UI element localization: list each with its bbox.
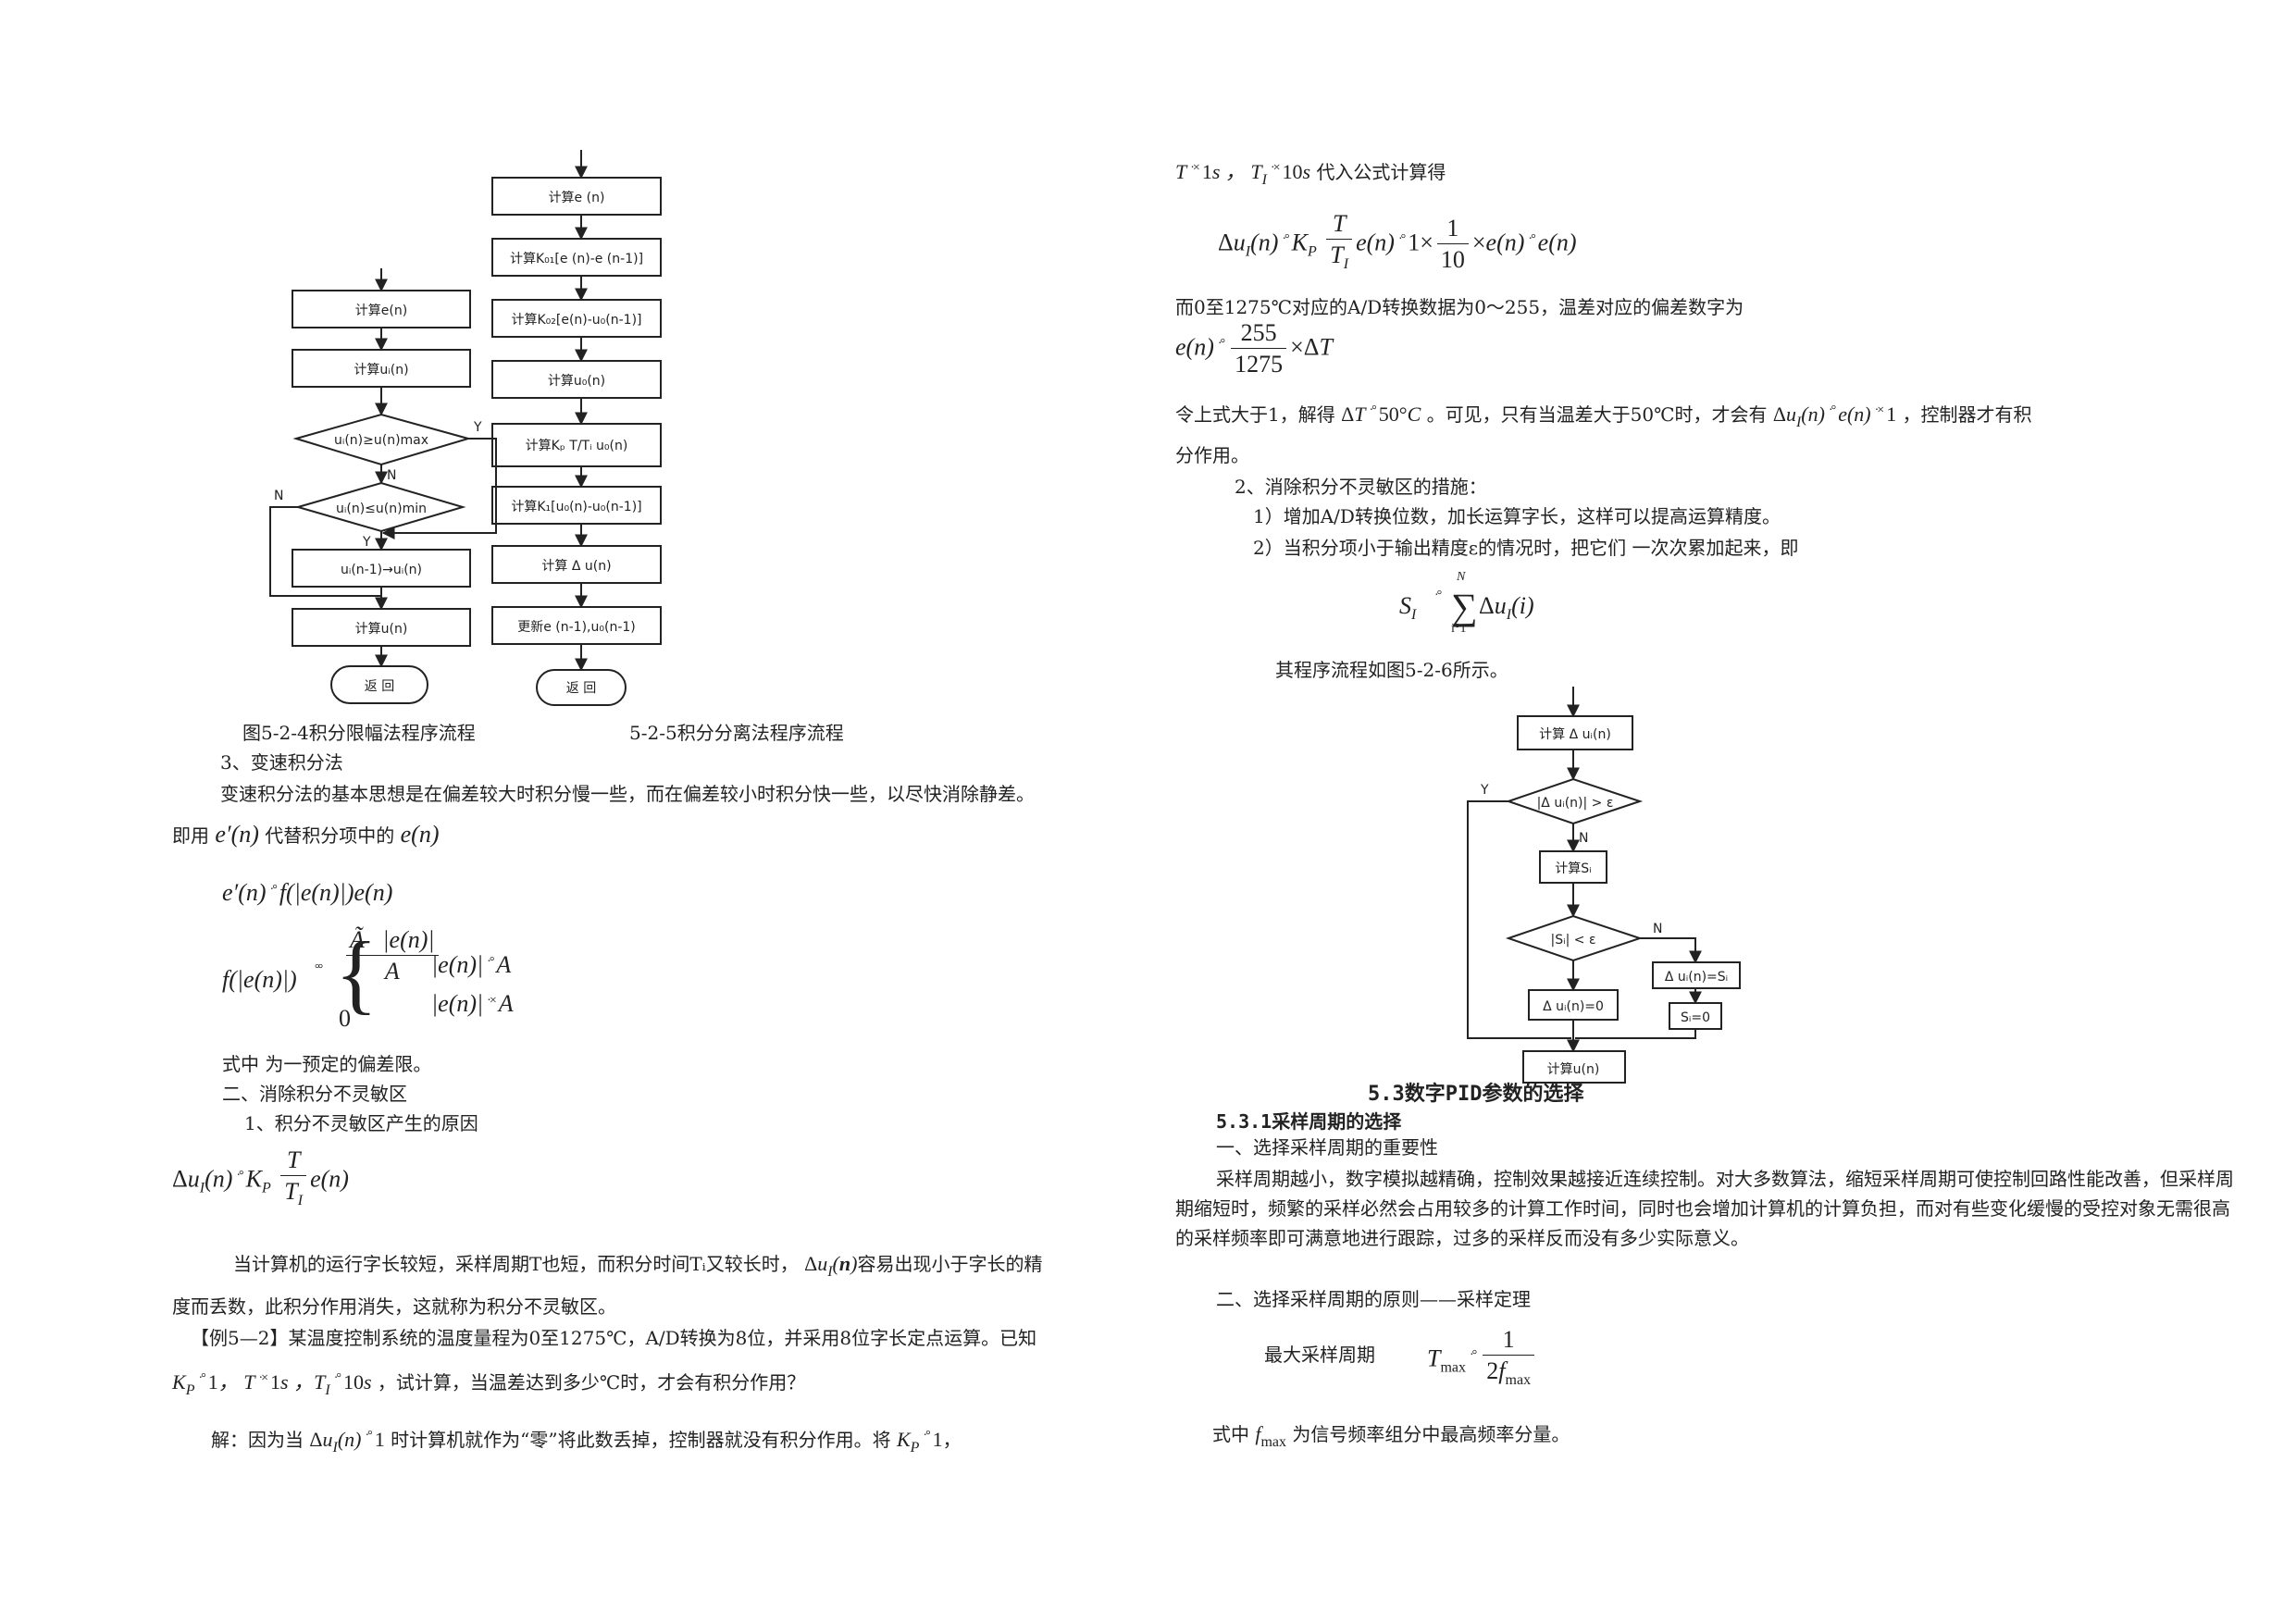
flow1-no-min: N: [274, 489, 283, 503]
para-deadzone-cont: 度而丢数，此积分作用消失，这就称为积分不灵敏区。: [172, 1295, 616, 1318]
flow2-step-1: 计算e (n): [549, 191, 605, 205]
example-5-2-params: KP·°1， T·×1s ，TI·°10s ，试计算，当温差达到多少℃时，才会有…: [172, 1370, 806, 1398]
flow1-step-6: 计算u(n): [355, 622, 408, 637]
eq-e-prime: e′(n): [215, 821, 259, 848]
flow2-step-2: 计算K₀₁[e (n)-e (n-1)]: [510, 252, 643, 266]
flow1-step-5: uᵢ(n-1)→uᵢ(n): [341, 563, 422, 577]
flow2-step-7: 计算 Δ u(n): [541, 559, 611, 574]
measure-2: 2）当积分项小于输出精度ε的情况时，把它们 一次次累加起来，即: [1253, 537, 1799, 559]
flow-ref: 其程序流程如图5-2-6所示。: [1275, 659, 1508, 681]
importance-text: 采样周期越小，数字模拟越精确，控制效果越接近连续控制。对大多数算法，缩短采样周期…: [1175, 1168, 2234, 1249]
flow2-step-4: 计算u₀(n): [548, 374, 605, 389]
flow3-no-2: N: [1653, 922, 1662, 936]
para-deadzone: 当计算机的运行字长较短，采样周期T也短，而积分时间Tᵢ又较长时， ΔuI(n)容…: [233, 1252, 1043, 1280]
principle-title: 二、选择采样周期的原则——采样定理: [1216, 1288, 1531, 1310]
flow3-no-1: N: [1579, 831, 1588, 846]
flow1-return: [330, 665, 428, 704]
ad-conversion-text: 而0至1275℃对应的A/D转换数据为0～255，温差对应的偏差数字为: [1175, 296, 1744, 318]
section-variable-speed-text: 变速积分法的基本思想是在偏差较大时积分慢一些，而在偏差较小时积分快一些，以尽快消…: [220, 783, 1035, 805]
flow3-step-7: Sᵢ=0: [1681, 1010, 1710, 1025]
equation-e-prime: e′(n)·°f(|e(n)|)e(n): [222, 879, 393, 906]
flow3-step-1: 计算 Δ uᵢ(n): [1539, 727, 1611, 742]
flow2-step-6: 计算K₁[u₀(n)-u₀(n-1)]: [511, 500, 641, 514]
section-deadzone-cause: 1、积分不灵敏区产生的原因: [244, 1112, 478, 1134]
flow3-step-5: Δ uᵢ(n)=Sᵢ: [1665, 970, 1728, 985]
flow3-yes: Y: [1480, 783, 1489, 798]
result-line-cont: 分作用。: [1175, 444, 1249, 466]
heading-5-3-1: 5.3.1采样周期的选择: [1216, 1110, 1402, 1133]
section-eliminate-deadzone: 二、消除积分不灵敏区: [222, 1083, 407, 1105]
flow2-step-3: 计算K₀₂[e(n)-u₀(n-1)]: [511, 313, 641, 328]
caption-fig-5-2-4: 图5-2-4积分限幅法程序流程: [242, 722, 476, 744]
importance-title: 一、选择采样周期的重要性: [1216, 1136, 1438, 1158]
section-variable-speed-title: 3、变速积分法: [220, 751, 343, 774]
flow1-step-7: 返 回: [365, 679, 394, 694]
flow1-step-3: uᵢ(n)≥u(n)max: [334, 433, 428, 448]
flow1-step-2: 计算uᵢ(n): [354, 363, 408, 378]
measure-1: 1）增加A/D转换位数，加长运算字长，这样可以提高运算精度。: [1253, 505, 1781, 527]
flow1-step-4: uᵢ(n)≤u(n)min: [336, 502, 427, 516]
flow1-no-max: N: [387, 468, 396, 483]
flow2-step-5: 计算Kₚ T/Tᵢ u₀(n): [526, 439, 628, 453]
flow3-step-8: 计算u(n): [1547, 1062, 1600, 1077]
flow1-yes-min: Y: [362, 535, 371, 550]
eq-e: e(n): [400, 821, 440, 848]
tmax-line: 最大采样周期: [1264, 1344, 1375, 1366]
measures-title: 2、消除积分不灵敏区的措施：: [1235, 476, 1487, 498]
solution-line: 解：因为当 ΔuI(n)·°1 时计算机就作为“零”将此数丢掉，控制器就没有积分…: [211, 1428, 962, 1456]
flow2-step-8: 更新e (n-1),u₀(n-1): [517, 620, 636, 635]
flow3-step-4: |Sᵢ| < ε: [1550, 933, 1595, 948]
caption-fig-5-2-5: 5-2-5积分分离法程序流程: [629, 722, 844, 744]
where-deviation-limit: 式中 为一预定的偏差限。: [222, 1053, 432, 1075]
flow1-diamond-min: [294, 481, 466, 533]
flow1-step-1: 计算e(n): [355, 304, 407, 318]
flow1-yes-max: Y: [473, 420, 482, 435]
flow2-step-9: 返 回: [566, 681, 596, 696]
flow3-step-2: |Δ uᵢ(n)| > ε: [1537, 796, 1614, 811]
heading-5-3: 5.3数字PID参数的选择: [1368, 1083, 1584, 1106]
substitute-line: T·×1s ， TI·×10s 代入公式计算得: [1175, 160, 1446, 188]
flow3-step-3: 计算Sᵢ: [1555, 861, 1591, 876]
flow3-step-6: Δ uᵢ(n)=0: [1543, 999, 1604, 1014]
result-line: 令上式大于1，解得 ΔT·°50°C 。可见，只有当温差大于50℃时，才会有 Δ…: [1175, 403, 2032, 430]
example-5-2: 【例5—2】某温度控制系统的温度量程为0至1275℃，A/D转换为8位，并采用8…: [191, 1327, 1037, 1349]
use-instead-line: 即用 e′(n) 代替积分项中的 e(n): [172, 821, 440, 848]
fmax-note: 式中 fmax 为信号频率组分中最高频率分量。: [1212, 1422, 1570, 1450]
